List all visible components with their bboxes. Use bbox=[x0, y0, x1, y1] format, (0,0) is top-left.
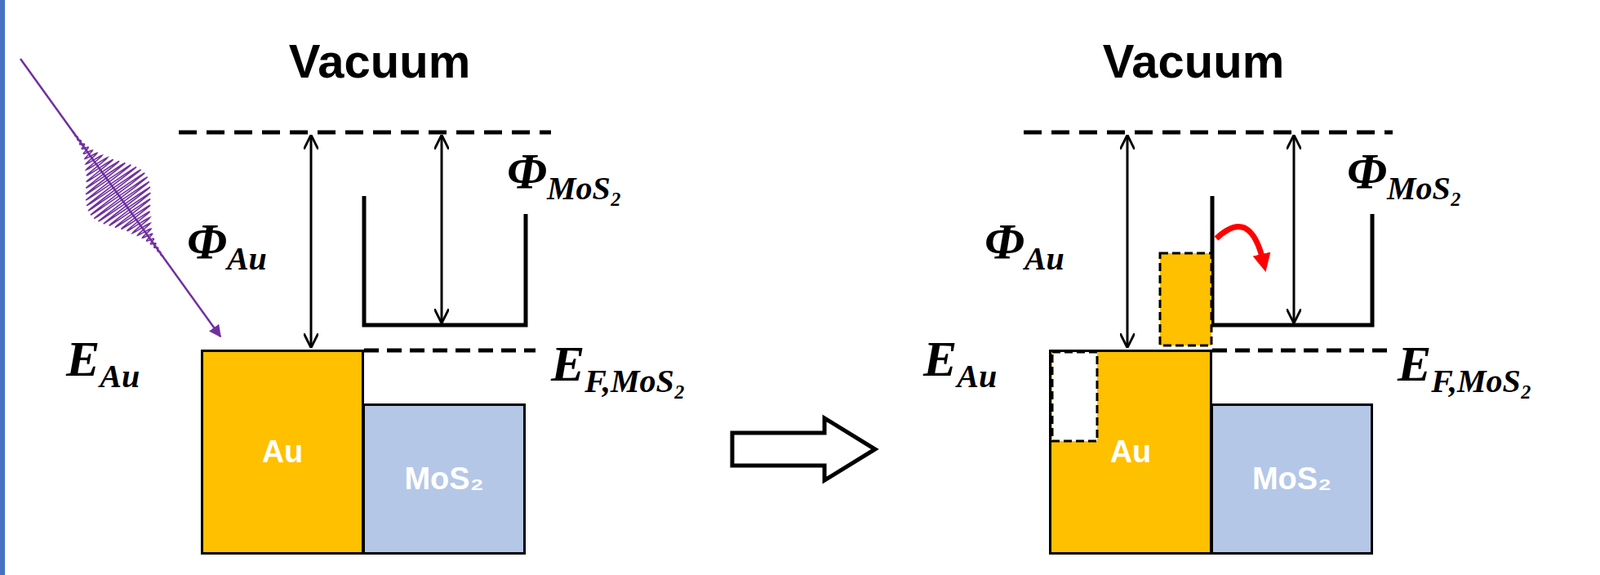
symbol: E bbox=[1397, 335, 1432, 392]
vacuum-label: Vacuum bbox=[1102, 37, 1285, 85]
work-function-label: ΦMoS₂ bbox=[1346, 145, 1463, 205]
energy-level-label: EAu bbox=[923, 333, 997, 393]
work-function-arrow bbox=[1126, 136, 1129, 347]
fermi-level-label: EF,MoS₂ bbox=[1397, 337, 1533, 398]
laser-beam bbox=[20, 58, 221, 337]
work-function-arrow bbox=[440, 136, 444, 322]
vacuum-level bbox=[1023, 130, 1393, 135]
work-function-label: ΦAu bbox=[984, 215, 1065, 276]
laser-pulse bbox=[72, 132, 164, 258]
mos2-band: MoS₂ bbox=[1210, 403, 1374, 555]
subscript: F,MoS₂ bbox=[584, 362, 685, 400]
work-function-arrow bbox=[1293, 136, 1296, 322]
subscript: F,MoS₂ bbox=[1431, 362, 1532, 400]
work-function-arrow bbox=[310, 136, 313, 347]
vacuum-text: Vacuum bbox=[1102, 34, 1285, 88]
gold-band: Au bbox=[200, 349, 365, 555]
hot-electrons bbox=[1160, 253, 1212, 346]
symbol: Φ bbox=[506, 142, 547, 199]
subscript: Au bbox=[226, 240, 267, 277]
symbol: E bbox=[66, 330, 100, 387]
symbol: Φ bbox=[1346, 142, 1387, 199]
material-label: Au bbox=[262, 434, 304, 470]
symbol: Φ bbox=[984, 213, 1025, 269]
hot-holes bbox=[1052, 351, 1098, 441]
symbol: E bbox=[923, 330, 957, 387]
energy-level-label: EAu bbox=[66, 333, 140, 393]
fermi-level-label: EF,MoS₂ bbox=[551, 337, 686, 398]
work-function-label: ΦMoS₂ bbox=[506, 145, 623, 205]
slide-border bbox=[0, 0, 5, 575]
mos2-band: MoS₂ bbox=[362, 403, 526, 555]
vacuum-label: Vacuum bbox=[288, 37, 471, 85]
mos2-well bbox=[1212, 195, 1373, 325]
material-label: MoS₂ bbox=[1252, 461, 1332, 497]
symbol: E bbox=[551, 335, 585, 392]
subscript: MoS₂ bbox=[1386, 169, 1463, 207]
fermi-level bbox=[364, 348, 536, 353]
symbol: Φ bbox=[186, 213, 227, 269]
subscript: Au bbox=[956, 357, 997, 395]
vacuum-text: Vacuum bbox=[288, 34, 471, 88]
subscript: MoS₂ bbox=[546, 169, 623, 207]
work-function-label: ΦAu bbox=[186, 215, 267, 276]
gold-band: Au bbox=[1048, 349, 1213, 555]
mos2-well bbox=[364, 195, 526, 325]
material-label: MoS₂ bbox=[404, 461, 484, 497]
vacuum-level bbox=[178, 130, 552, 135]
material-label: Au bbox=[1110, 434, 1152, 470]
subscript: Au bbox=[99, 357, 140, 395]
process-arrow bbox=[732, 417, 876, 480]
subscript: Au bbox=[1024, 240, 1065, 277]
fermi-level bbox=[1212, 348, 1388, 353]
electron-transfer-arrow bbox=[1216, 226, 1264, 263]
